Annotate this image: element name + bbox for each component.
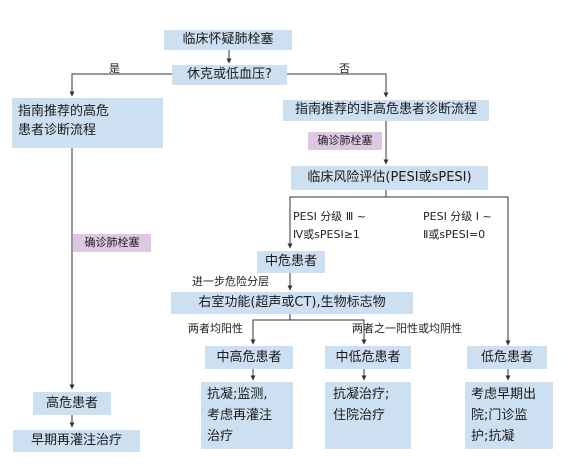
treatment-ih-line1: 抗凝;监测, bbox=[207, 387, 268, 402]
label-both-positive: 两者均阳性 bbox=[188, 322, 243, 335]
badge-confirmed-pe-left: 确诊肺栓塞 bbox=[73, 234, 151, 252]
node-high-risk-flow-line1: 指南推荐的高危 bbox=[18, 104, 110, 119]
treatment-low-line2: 院;门诊监 bbox=[471, 408, 528, 423]
label-yes: 是 bbox=[109, 62, 120, 75]
label-further-stratification: 进一步危险分层 bbox=[192, 275, 269, 288]
node-high-risk-flow-line2: 患者诊断流程 bbox=[18, 123, 97, 138]
treatment-ih-line3: 治疗 bbox=[207, 429, 234, 444]
treatment-il-line2: 住院治疗 bbox=[333, 408, 386, 423]
node-suspected-pe: 临床怀疑肺栓塞 bbox=[164, 30, 292, 50]
label-pesi-12-line1: PESI 分级 Ⅰ ~ bbox=[423, 210, 492, 223]
node-early-reperfusion: 早期再灌注治疗 bbox=[13, 430, 140, 452]
label-no: 否 bbox=[339, 62, 350, 75]
label-pesi-34: PESI 分级 Ⅲ ~ Ⅳ或sPESI≥1 bbox=[293, 208, 366, 244]
node-rv-function: 右室功能(超声或CT),生物标志物 bbox=[171, 292, 413, 314]
node-high-risk: 高危患者 bbox=[33, 392, 111, 415]
node-clinical-risk: 临床风险评估(PESI或sPESI) bbox=[291, 166, 488, 190]
node-shock-question: 休克或低血压? bbox=[172, 65, 287, 85]
node-intermediate-low: 中低危患者 bbox=[325, 346, 411, 369]
treatment-low-line3: 护;抗凝 bbox=[471, 429, 515, 444]
label-pesi-12-line2: Ⅱ或sPESI=0 bbox=[423, 228, 486, 241]
label-one-or-none-positive: 两者之一阳性或均阴性 bbox=[352, 322, 462, 335]
node-intermediate: 中危患者 bbox=[257, 251, 325, 273]
node-treatment-intermediate-low: 抗凝治疗; 住院治疗 bbox=[325, 382, 411, 449]
node-low-risk: 低危患者 bbox=[467, 346, 547, 369]
treatment-il-line1: 抗凝治疗; bbox=[333, 387, 390, 402]
label-pesi-12: PESI 分级 Ⅰ ~ Ⅱ或sPESI=0 bbox=[423, 208, 492, 244]
treatment-ih-line2: 考虑再灌注 bbox=[207, 408, 273, 423]
node-intermediate-high: 中高危患者 bbox=[205, 346, 293, 369]
node-treatment-intermediate-high: 抗凝;监测, 考虑再灌注 治疗 bbox=[201, 382, 293, 449]
badge-confirmed-pe-right: 确诊肺栓塞 bbox=[308, 132, 382, 150]
node-high-risk-flow: 指南推荐的高危 患者诊断流程 bbox=[12, 98, 163, 148]
node-non-high-risk-flow: 指南推荐的非高危患者诊断流程 bbox=[283, 100, 489, 121]
label-pesi-34-line1: PESI 分级 Ⅲ ~ bbox=[293, 210, 367, 223]
treatment-low-line1: 考虑早期出 bbox=[471, 387, 537, 402]
label-pesi-34-line2: Ⅳ或sPESI≥1 bbox=[293, 228, 360, 241]
node-treatment-low: 考虑早期出 院;门诊监 护;抗凝 bbox=[465, 382, 553, 449]
